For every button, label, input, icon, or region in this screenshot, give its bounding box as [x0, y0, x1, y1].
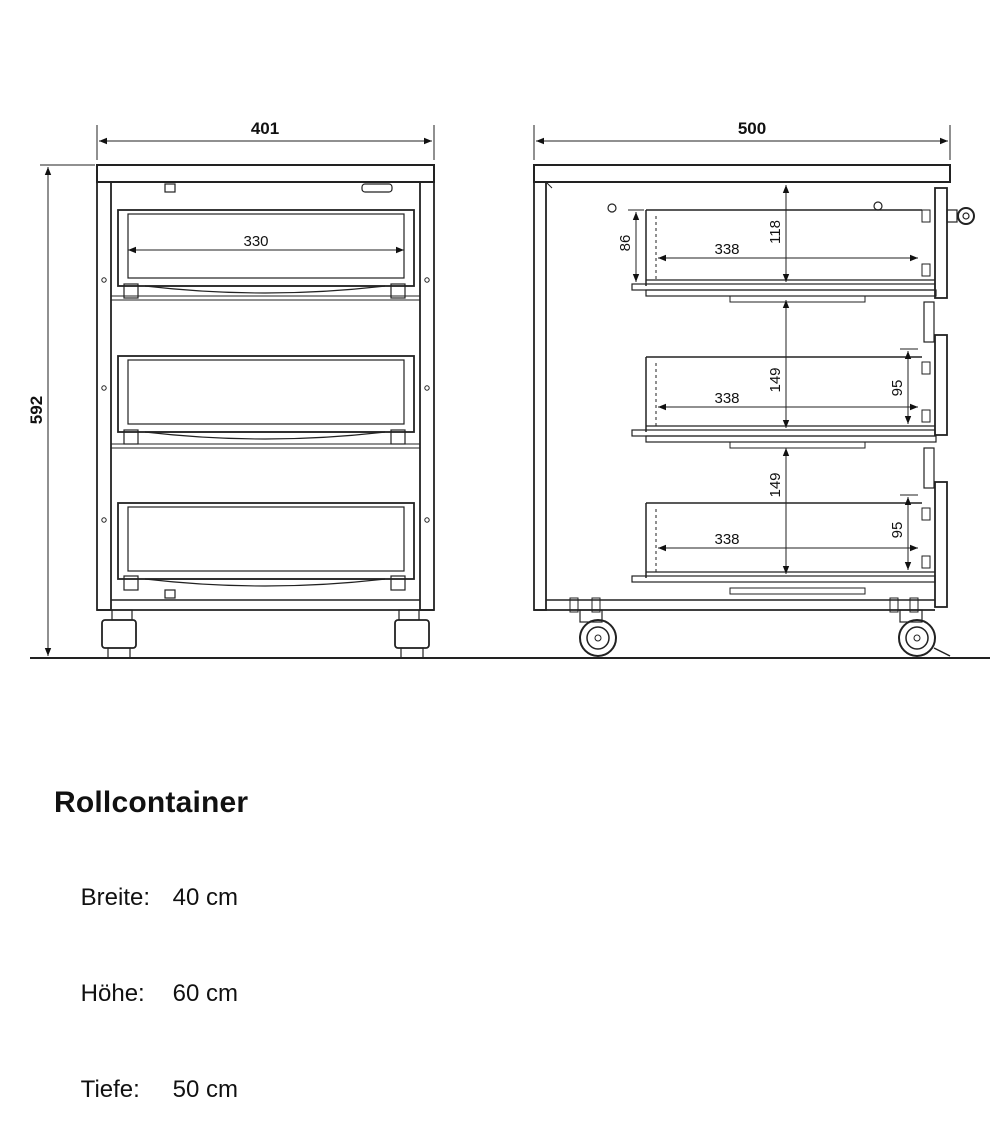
inner-height-label: 95 — [889, 522, 906, 539]
spec-value: 40 cm — [172, 884, 239, 911]
product-info: Rollcontainer Breite: 40 cm Höhe: 60 cm Ti… — [54, 786, 654, 1138]
drawer-depth-label: 338 — [714, 390, 739, 407]
drawer-depth-label: 338 — [714, 531, 739, 548]
technical-drawing: 401 592 330 — [27, 119, 990, 659]
front-height-label: 592 — [27, 396, 46, 424]
front-view — [40, 125, 435, 659]
spec-depth: Tiefe: 50 cm — [54, 1042, 654, 1138]
spec-height: Höhe: 60 cm — [54, 946, 654, 1042]
spec-value: 60 cm — [172, 980, 239, 1007]
inner-height-label: 95 — [889, 380, 906, 397]
drawer-height-label: 149 — [767, 472, 784, 497]
spec-label: Höhe: — [80, 980, 145, 1007]
drawer-height-label: 149 — [767, 367, 784, 392]
spec-value: 50 cm — [172, 1076, 239, 1103]
spec-label: Breite: — [80, 884, 151, 911]
drawer-height-label: 118 — [767, 220, 784, 244]
spec-label: Tiefe: — [80, 1076, 140, 1103]
product-title: Rollcontainer — [54, 786, 249, 819]
side-view — [533, 125, 975, 657]
front-drawer-width-label: 330 — [243, 233, 268, 250]
spec-width: Breite: 40 cm — [54, 850, 654, 946]
inner-height-label: 86 — [617, 235, 634, 252]
front-width-label: 401 — [251, 119, 279, 138]
drawer-depth-label: 338 — [714, 241, 739, 258]
side-depth-label: 500 — [738, 119, 766, 138]
